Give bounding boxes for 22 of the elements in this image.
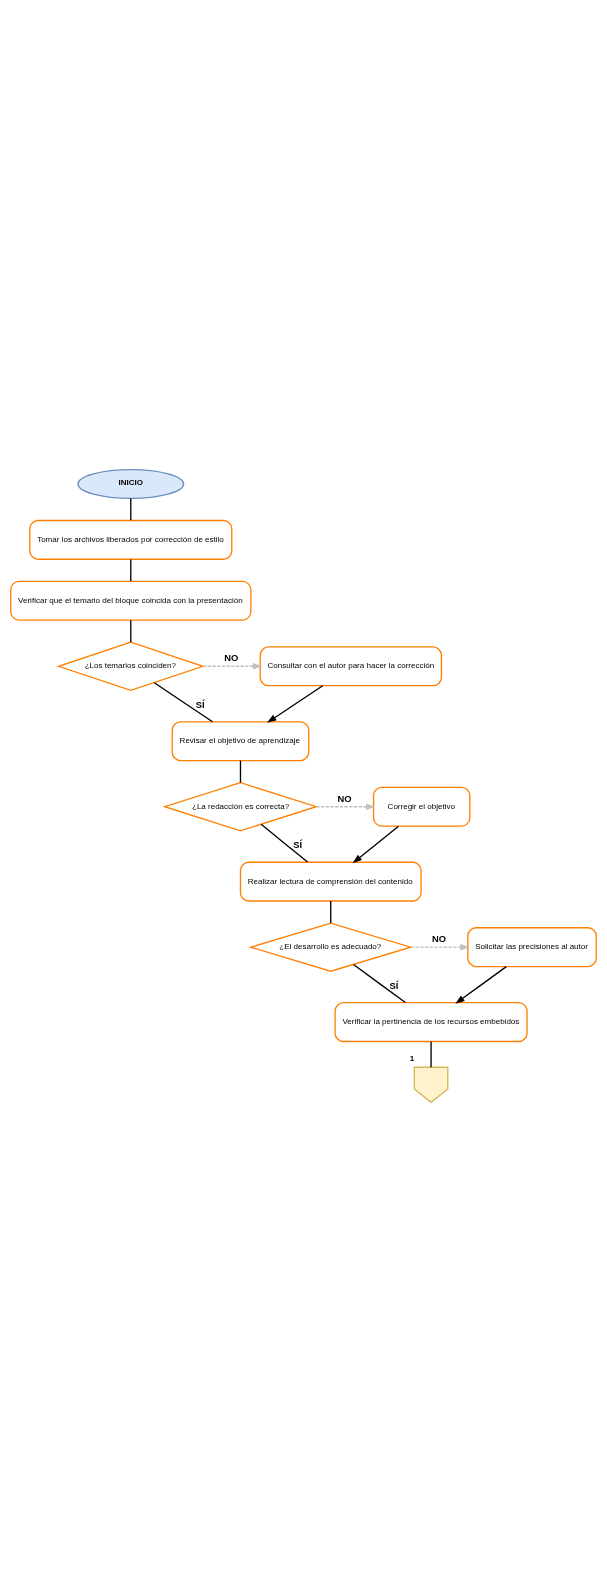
- edge-label: NO: [224, 653, 239, 664]
- arrow: [315, 803, 376, 810]
- connector: [352, 963, 407, 1004]
- arrow: [455, 965, 507, 1004]
- connector: [239, 759, 242, 784]
- node-pentagon: [413, 1066, 449, 1104]
- edge-label: SÍ: [389, 980, 399, 991]
- edge-label: NO: [337, 793, 352, 804]
- connector: [330, 900, 332, 924]
- connector: [130, 619, 132, 643]
- arrow: [410, 943, 470, 951]
- connector: [430, 1040, 432, 1068]
- connector: [260, 823, 309, 863]
- connector: [130, 558, 132, 582]
- connector: [130, 497, 132, 521]
- edge-label: SÍ: [195, 699, 205, 710]
- edge-label: NO: [431, 933, 447, 944]
- edge-label: SÍ: [293, 840, 303, 851]
- arrow: [267, 685, 324, 723]
- connector: [153, 682, 214, 723]
- arrow: [352, 825, 400, 864]
- arrow: [202, 663, 263, 670]
